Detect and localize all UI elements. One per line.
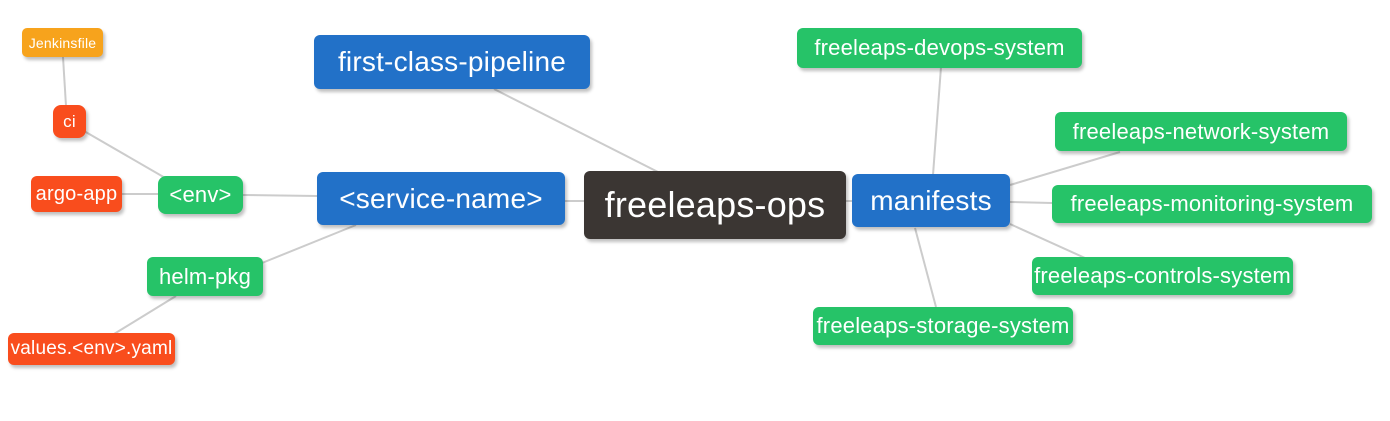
edge-pipeline-ops [493, 88, 659, 173]
edge-manifests-controls [1009, 223, 1086, 259]
edge-servicename-helmpkg [261, 224, 357, 264]
edge-helmpkg-values [113, 295, 177, 335]
node-service-name[interactable]: <service-name> [317, 172, 565, 225]
node-freeleaps-controls-system[interactable]: freeleaps-controls-system [1032, 257, 1293, 295]
node-ci[interactable]: ci [53, 105, 86, 138]
node-manifests[interactable]: manifests [852, 174, 1010, 227]
node-jenkinsfile[interactable]: Jenkinsfile [22, 28, 103, 57]
node-helm-pkg[interactable]: helm-pkg [147, 257, 263, 296]
node-freeleaps-ops[interactable]: freeleaps-ops [584, 171, 846, 239]
node-values-env-yaml[interactable]: values.<env>.yaml [8, 333, 175, 365]
node-freeleaps-storage-system[interactable]: freeleaps-storage-system [813, 307, 1073, 345]
edge-manifests-monitoring [1009, 201, 1053, 204]
node-freeleaps-devops-system[interactable]: freeleaps-devops-system [797, 28, 1082, 68]
node-argo-app[interactable]: argo-app [31, 176, 122, 212]
edge-jenkinsfile-ci [62, 56, 67, 107]
node-first-class-pipeline[interactable]: first-class-pipeline [314, 35, 590, 89]
edge-env-servicename [242, 194, 318, 197]
edge-manifests-storage [914, 227, 937, 308]
edge-manifests-network [1009, 151, 1121, 186]
node-freeleaps-monitoring-system[interactable]: freeleaps-monitoring-system [1052, 185, 1372, 223]
edge-manifests-devops [932, 66, 942, 176]
node-env[interactable]: <env> [158, 176, 243, 214]
edge-ci-env [83, 130, 168, 180]
node-freeleaps-network-system[interactable]: freeleaps-network-system [1055, 112, 1347, 151]
